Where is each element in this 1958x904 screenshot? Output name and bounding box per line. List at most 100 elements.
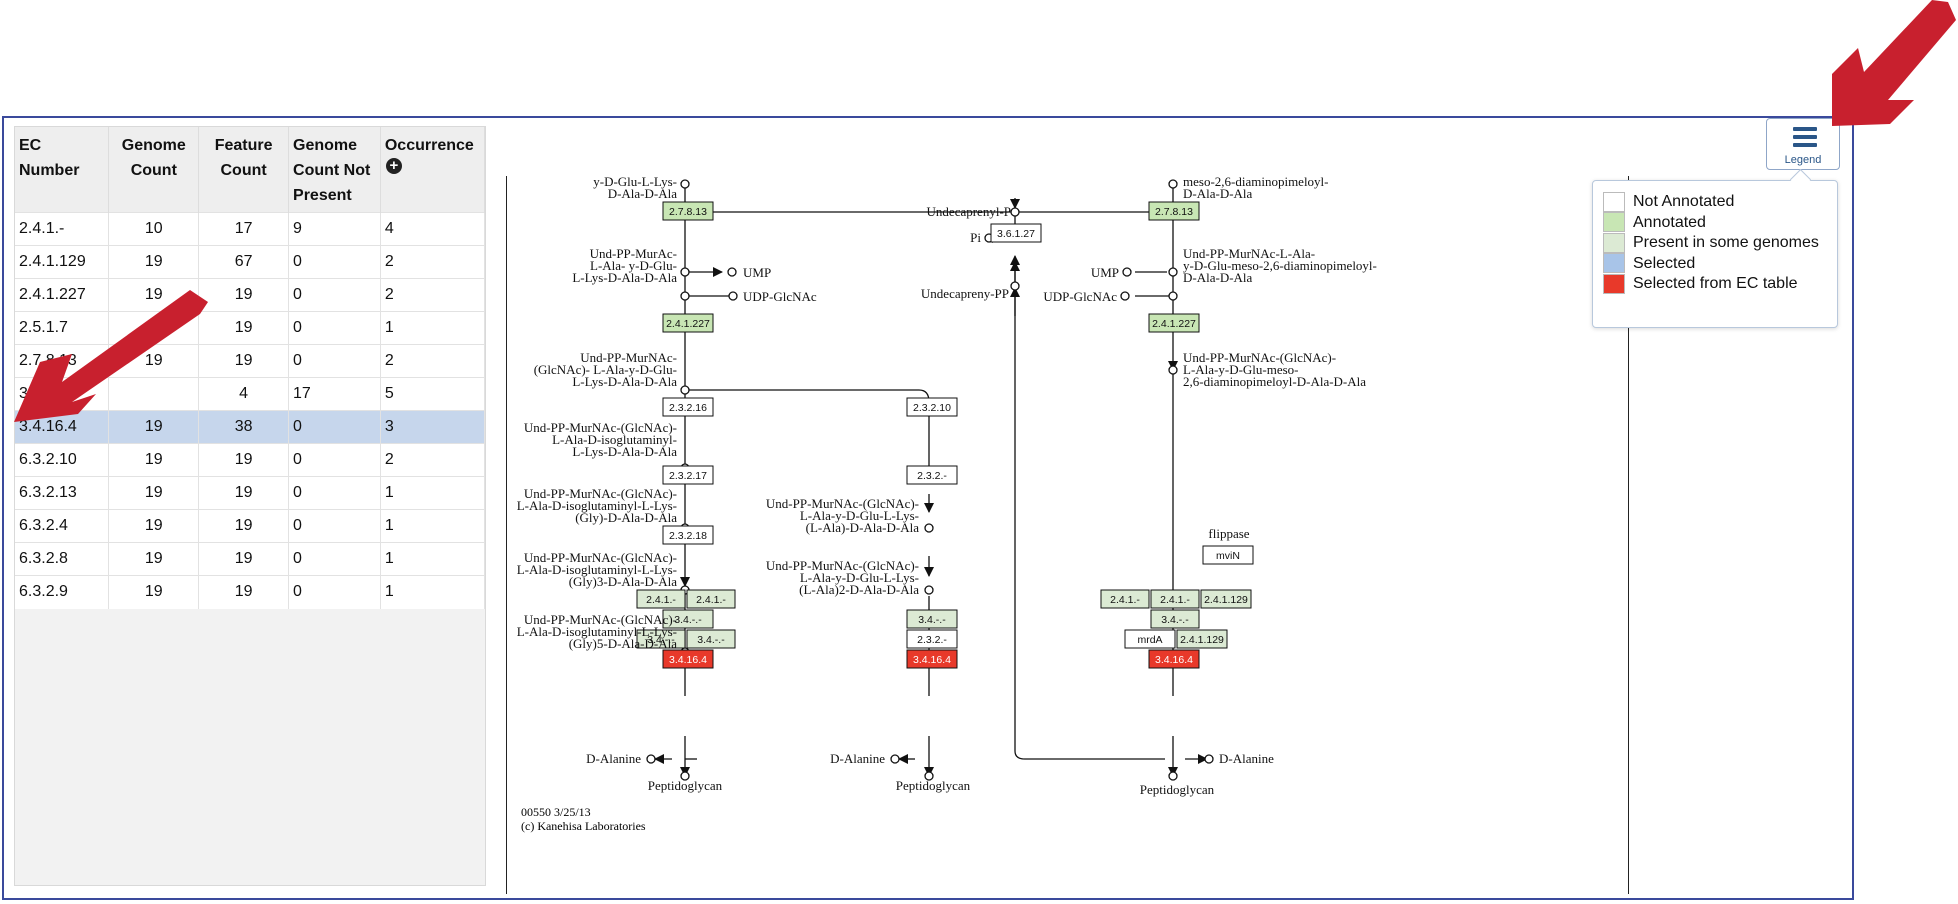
cell-feature-count: 19 xyxy=(198,575,290,609)
cell-feature-count: 19 xyxy=(198,542,290,576)
map-id-label: 00550 3/25/13 xyxy=(521,805,591,819)
compound-label-pg-m: Peptidoglycan xyxy=(896,778,971,793)
enzyme-box-m-3-4[interactable]: 3.4.-.- xyxy=(906,609,958,629)
cell-feature-count: 4 xyxy=(198,377,290,411)
enzyme-box-l-2-4-1-b[interactable]: 2.4.1.- xyxy=(686,589,736,609)
annotation-arrow-left xyxy=(14,290,208,422)
table-header-row: EC Number Genome Count Feature Count Gen… xyxy=(15,127,485,213)
compound-label-und5a: Und-PP-MurNAc-(GlcNAc)- xyxy=(524,550,677,565)
cell-genome-count-not-present: 0 xyxy=(288,542,381,576)
cell-genome-count: 19 xyxy=(108,509,200,543)
enzyme-box-r-2-4-1-129-a[interactable]: 2.4.1.129 xyxy=(1200,589,1252,609)
col-header-feature-count[interactable]: Feature Count xyxy=(198,127,290,213)
enzyme-box-m-2-3-2-b[interactable]: 2.3.2.- xyxy=(906,629,958,649)
enzyme-box-l-2-4-1-227[interactable]: 2.4.1.227 xyxy=(662,313,714,333)
enzyme-label: mrdA xyxy=(1137,634,1162,646)
enzyme-box-l-2-3-2-17[interactable]: 2.3.2.17 xyxy=(662,465,714,485)
enzyme-label: 2.3.2.16 xyxy=(669,402,707,414)
enzyme-box-m-2-3-2[interactable]: 2.3.2.- xyxy=(906,465,958,485)
compound-label-dala-m: D-Alanine xyxy=(830,751,885,766)
compound-label-und4b: L-Ala-D-isoglutaminyl-L-Lys- xyxy=(517,498,677,513)
cell-genome-count: 19 xyxy=(108,542,200,576)
cell-ec-number: 2.5.1.7 xyxy=(15,311,110,345)
enzyme-box-r-3-4-16-4[interactable]: 3.4.16.4 xyxy=(1148,649,1200,669)
legend-button[interactable]: Legend xyxy=(1766,118,1840,170)
cell-occurrence: 2 xyxy=(380,245,485,279)
enzyme-box-l-2-4-1-a[interactable]: 2.4.1.- xyxy=(636,589,686,609)
enzyme-box-l-3-4-16-4[interactable]: 3.4.16.4 xyxy=(662,649,714,669)
cell-ec-number: 2.4.1.227 xyxy=(15,278,110,312)
compound-label-und2c: L-Lys-D-Ala-D-Ala xyxy=(572,374,677,389)
enzyme-box-r-2-4-1-a[interactable]: 2.4.1.- xyxy=(1100,589,1150,609)
ec-number-table-panel: EC Number Genome Count Feature Count Gen… xyxy=(14,126,486,886)
cell-occurrence: 2 xyxy=(380,344,485,378)
enzyme-box-r-mrda[interactable]: mrdA xyxy=(1124,629,1176,649)
enzyme-box-l-3-4-a[interactable]: 3.4.-.- xyxy=(636,629,686,649)
col-header-genome-count-not-present[interactable]: Genome Count Not Present xyxy=(288,127,381,213)
enzyme-box-l-2-7-8-13[interactable]: 2.7.8.13 xyxy=(662,201,714,221)
pathway-map: 2.7.8.13 2.4.1.227 2.3.2.16 2.3.2.17 2.3.2.1… xyxy=(506,174,1629,894)
enzyme-label: 2.3.2.- xyxy=(917,634,947,646)
compound-label-mid2c: (L-Ala)2-D-Ala-D-Ala xyxy=(799,582,919,597)
compound-label-und1a: Und-PP-MurAc- xyxy=(590,246,677,261)
enzyme-box-c-3-6-1-27[interactable]: 3.6.1.27 xyxy=(990,223,1042,243)
cell-feature-count: 19 xyxy=(198,344,290,378)
cell-genome-count-not-present: 0 xyxy=(288,575,381,609)
legend-item: Present in some genomes xyxy=(1603,232,1819,254)
compound-label-mid2b: L-Ala-y-D-Glu-L-Lys- xyxy=(800,570,919,585)
enzyme-label: 2.4.1.- xyxy=(1160,594,1190,606)
legend-item: Selected xyxy=(1603,253,1695,275)
compound-label-rund1b: y-D-Glu-meso-2,6-diaminopimeloyl- xyxy=(1183,258,1377,273)
enzyme-box-l-2-3-2-18[interactable]: 2.3.2.18 xyxy=(662,525,714,545)
enzyme-box-m-3-4-16-4[interactable]: 3.4.16.4 xyxy=(906,649,958,669)
legend-button-label: Legend xyxy=(1784,154,1822,166)
cell-genome-count: 10 xyxy=(108,212,200,246)
compound-label-udp-r: UDP-GlcNAc xyxy=(1043,289,1117,304)
compound-label-rund1a: Und-PP-MurNAc-L-Ala- xyxy=(1183,246,1315,261)
enzyme-box-r-2-4-1-b[interactable]: 2.4.1.- xyxy=(1150,589,1200,609)
compound-label-lt1a: y-D-Glu-L-Lys- xyxy=(593,176,677,189)
compound-label-und4c: (Gly)-D-Ala-D-Ala xyxy=(575,510,677,525)
compound-label-und5c: (Gly)3-D-Ala-D-Ala xyxy=(569,574,678,589)
enzyme-label: 2.7.8.13 xyxy=(1155,206,1193,218)
enzyme-label: 2.4.1.129 xyxy=(1180,634,1224,646)
cell-genome-count-not-present: 0 xyxy=(288,278,381,312)
add-column-icon[interactable]: + xyxy=(385,158,402,174)
enzyme-box-r-2-7-8-13[interactable]: 2.7.8.13 xyxy=(1148,201,1200,221)
compound-label-pg-l: Peptidoglycan xyxy=(648,778,723,793)
cell-genome-count-not-present: 0 xyxy=(288,344,381,378)
cell-genome-count: 19 xyxy=(108,410,200,444)
compound-label-mid1a: Und-PP-MurNAc-(GlcNAc)- xyxy=(766,496,919,511)
enzyme-box-r-3-4[interactable]: 3.4.-.- xyxy=(1150,609,1200,629)
enzyme-box-l-2-3-2-16[interactable]: 2.3.2.16 xyxy=(662,397,714,417)
compound-label-rund2c: 2,6-diaminopimeloyl-D-Ala-D-Ala xyxy=(1183,374,1366,389)
col-header-genome-count[interactable]: Genome Count xyxy=(108,127,200,213)
enzyme-label: 2.3.2.10 xyxy=(913,402,951,414)
enzyme-box-r-2-4-1-129-b[interactable]: 2.4.1.129 xyxy=(1176,629,1228,649)
enzyme-box-l-3-4-top[interactable]: 3.4.-.- xyxy=(662,609,714,629)
cell-ec-number: 2.4.1.129 xyxy=(15,245,110,279)
enzyme-label: 2.4.1.129 xyxy=(1204,594,1248,606)
cell-genome-count: 19 xyxy=(108,575,200,609)
cell-feature-count: 19 xyxy=(198,476,290,510)
enzyme-box-m-2-3-2-10[interactable]: 2.3.2.10 xyxy=(906,397,958,417)
enzyme-box-mvin[interactable]: mviN xyxy=(1202,545,1254,565)
cell-occurrence: 3 xyxy=(380,410,485,444)
enzyme-box-r-2-4-1-227[interactable]: 2.4.1.227 xyxy=(1148,313,1200,333)
compound-label-mid2a: Und-PP-MurNAc-(GlcNAc)- xyxy=(766,558,919,573)
compound-label-und6b: L-Ala-D-isoglutaminyl-L-Lys- xyxy=(517,624,677,639)
map-copyright-label: (c) Kanehisa Laboratories xyxy=(521,819,646,833)
col-header-ec-number[interactable]: EC Number xyxy=(15,127,110,213)
col-header-occurrence[interactable]: Occurrence+ xyxy=(380,127,485,213)
enzyme-box-l-3-4-b[interactable]: 3.4.-.- xyxy=(686,629,736,649)
cell-genome-count-not-present: 0 xyxy=(288,509,381,543)
compound-label-und2b: (GlcNAc)- L-Ala-y-D-Glu- xyxy=(534,362,677,377)
